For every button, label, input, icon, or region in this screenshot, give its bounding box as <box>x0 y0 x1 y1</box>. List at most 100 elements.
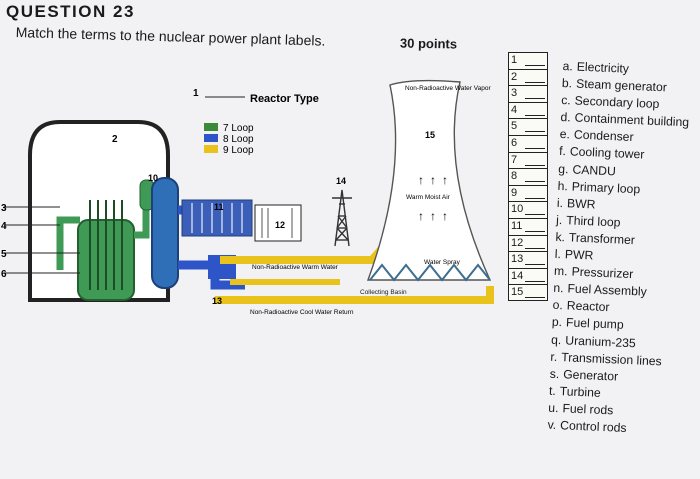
label-13: 13 <box>212 296 222 306</box>
answer-slot-3[interactable]: 3 <box>508 85 548 102</box>
legend-swatch-7 <box>204 123 218 131</box>
answer-blank[interactable] <box>525 138 545 149</box>
answer-blank[interactable] <box>525 271 545 282</box>
reactor-type-label: Reactor Type <box>250 93 319 105</box>
label-6: 6 <box>1 269 7 280</box>
choice-letter: c. <box>560 93 572 108</box>
choice-letter: g. <box>558 161 569 176</box>
choice-text: Transformer <box>568 230 636 248</box>
choice-text: Control rods <box>559 418 627 435</box>
answer-slot-11[interactable]: 11 <box>508 217 548 235</box>
answer-slot-14[interactable]: 14 <box>508 267 548 285</box>
choice-letter: e. <box>559 127 571 142</box>
answer-slot-number: 10 <box>511 203 524 216</box>
label-4: 4 <box>1 221 7 232</box>
answer-blank[interactable] <box>525 171 545 183</box>
label-14: 14 <box>336 176 346 186</box>
choice-text: Uranium-235 <box>565 332 637 350</box>
answer-slot-number: 11 <box>511 219 523 232</box>
answer-blank[interactable] <box>525 254 545 266</box>
answer-slot-6[interactable]: 6 <box>508 134 548 152</box>
cooling-tower <box>367 79 492 281</box>
choice-letter: r. <box>550 349 558 364</box>
answer-slot-13[interactable]: 13 <box>508 251 548 268</box>
label-12: 12 <box>275 220 285 230</box>
transmission-tower <box>332 189 352 247</box>
answer-blank[interactable] <box>525 121 545 133</box>
label-15: 15 <box>425 130 435 140</box>
choice-letter: p. <box>551 315 563 330</box>
choice-letter: l. <box>554 246 562 262</box>
label-3: 3 <box>1 203 7 214</box>
choice-text: PWR <box>564 247 594 263</box>
collecting-basin <box>369 263 491 282</box>
answer-slot-number: 4 <box>511 103 518 116</box>
choice-text: Fuel pump <box>565 315 624 333</box>
choice-letter: b. <box>561 76 573 91</box>
answer-slot-number: 5 <box>511 120 518 133</box>
answer-slot-number: 14 <box>511 269 524 282</box>
answer-slot-8[interactable]: 8 <box>508 168 548 185</box>
warm-water-label: Non-Radioactive Warm Water <box>252 264 339 271</box>
answer-slot-number: 12 <box>511 236 524 249</box>
choice-letter: u. <box>548 400 559 415</box>
choice-letter: m. <box>553 263 568 279</box>
choice-text: Primary loop <box>571 179 641 196</box>
choice-text: Turbine <box>559 383 601 400</box>
control-rods <box>89 200 123 290</box>
answer-slot-7[interactable]: 7 <box>508 151 548 169</box>
choice-letter: h. <box>557 178 569 193</box>
answer-slot-number: 9 <box>511 186 518 199</box>
label-10: 10 <box>148 173 158 183</box>
answer-slot-2[interactable]: 2 <box>508 68 548 86</box>
answer-slot-number: 15 <box>511 286 524 299</box>
choice-text: Condenser <box>573 127 634 145</box>
answer-blank[interactable] <box>525 72 545 83</box>
up-arrow: ↑ <box>442 173 448 187</box>
legend-7: 7 Loop <box>223 123 254 134</box>
cool-water-label: Non-Radioactive Cool Water Return <box>250 309 354 316</box>
answer-blank[interactable] <box>525 188 545 199</box>
answer-blank[interactable] <box>525 204 545 216</box>
choice-letter: a. <box>562 58 574 74</box>
choice-letter: i. <box>556 195 564 210</box>
choice-text: Third loop <box>566 213 621 230</box>
label-11: 11 <box>214 202 224 212</box>
answer-slot-5[interactable]: 5 <box>508 118 548 135</box>
choice-letter: v. <box>547 417 557 432</box>
answer-blank[interactable] <box>525 155 545 166</box>
choice-text: Transmission lines <box>560 349 662 368</box>
answer-blank[interactable] <box>525 88 545 100</box>
turbine <box>181 199 253 237</box>
answer-blank[interactable] <box>525 105 545 116</box>
choice-letter: t. <box>548 383 557 398</box>
answer-slot-15[interactable]: 15 <box>508 284 548 301</box>
legend-9: 9 Loop <box>223 145 254 156</box>
answer-slot-number: 6 <box>511 136 518 149</box>
question-title: QUESTION 23 <box>6 2 135 21</box>
choice-text: Steam generator <box>575 76 668 95</box>
answer-slot-12[interactable]: 12 <box>508 234 548 252</box>
answer-blank[interactable] <box>525 287 545 299</box>
choice-text: Generator <box>562 366 619 384</box>
choice-letter: s. <box>549 366 560 381</box>
answer-slot-1[interactable]: 1 <box>508 52 548 69</box>
choice-letter: n. <box>553 281 564 296</box>
answer-slot-9[interactable]: 9 <box>508 184 548 202</box>
vapor-label: Non-Radioactive Water Vapor <box>405 85 491 92</box>
legend-swatch-9 <box>204 145 218 153</box>
answer-slot-4[interactable]: 4 <box>508 101 548 119</box>
answer-blank[interactable] <box>525 55 545 66</box>
answer-blank[interactable] <box>525 238 545 249</box>
answer-blank[interactable] <box>525 221 545 232</box>
answer-slot-10[interactable]: 10 <box>508 201 548 218</box>
label-5: 5 <box>1 249 7 260</box>
choice-text: Pressurizer <box>571 264 634 282</box>
up-arrow: ↑ <box>442 209 448 223</box>
answer-slot-number: 2 <box>511 70 518 83</box>
up-arrow: ↑ <box>430 173 436 187</box>
up-arrow: ↑ <box>418 173 424 187</box>
label-1: 1 <box>193 88 199 99</box>
